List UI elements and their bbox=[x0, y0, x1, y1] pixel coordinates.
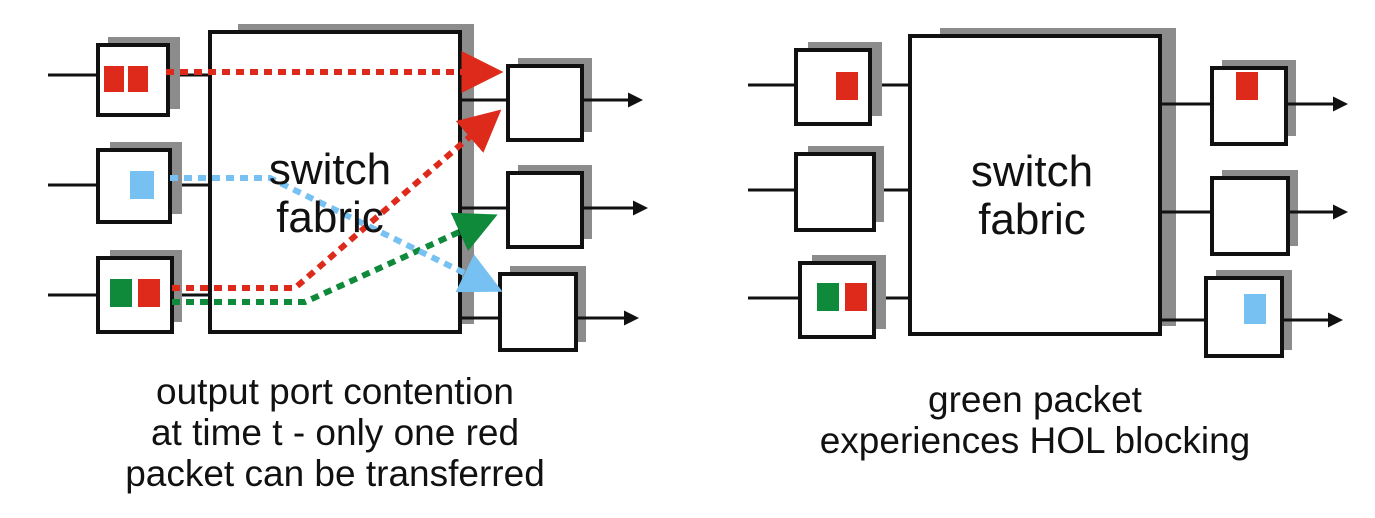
right-input-port-2 bbox=[748, 146, 910, 232]
left-input-1-red-packet-a bbox=[104, 66, 124, 92]
left-caption-line2: at time t - only one red bbox=[151, 412, 519, 453]
left-output-port-2 bbox=[460, 165, 648, 249]
right-input-port-3 bbox=[748, 255, 910, 339]
right-input-port-1 bbox=[748, 42, 910, 126]
left-output-port-1 bbox=[460, 58, 643, 142]
right-output-port-1 bbox=[1160, 60, 1348, 146]
right-output-port-3 bbox=[1160, 270, 1343, 358]
left-fabric-label-line1: switch bbox=[269, 145, 391, 194]
right-fabric-label-line2: fabric bbox=[978, 195, 1086, 244]
right-input-3-green-packet bbox=[817, 283, 839, 311]
right-input-3-red-packet bbox=[845, 283, 867, 311]
left-input-port-1 bbox=[48, 37, 210, 117]
right-switch-fabric bbox=[908, 28, 1176, 336]
right-output-3-blue-packet bbox=[1244, 294, 1266, 324]
left-input-3-green-packet bbox=[110, 279, 132, 307]
green-path-input3-to-output2 bbox=[172, 212, 498, 305]
right-output-port-2 bbox=[1160, 170, 1348, 256]
right-panel: switch fabric green packet experiences H… bbox=[748, 28, 1348, 461]
left-output-port-3 bbox=[460, 266, 639, 352]
left-input-port-3 bbox=[48, 250, 210, 334]
left-caption-line3: packet can be transferred bbox=[125, 453, 545, 494]
blue-path-input2-to-output3 bbox=[170, 175, 503, 293]
right-output-1-red-packet bbox=[1236, 72, 1258, 100]
left-caption-line1: output port contention bbox=[156, 371, 514, 412]
left-input-port-2 bbox=[48, 142, 210, 224]
right-caption-line2: experiences HOL blocking bbox=[820, 420, 1251, 461]
right-input-1-red-packet bbox=[836, 72, 858, 100]
left-input-1-red-packet-b bbox=[128, 66, 148, 92]
left-panel: switch fabric output port contention at … bbox=[48, 24, 648, 494]
left-fabric-label-line2: fabric bbox=[276, 193, 384, 242]
red-path-input3-to-output1 bbox=[172, 109, 502, 291]
right-caption-line1: green packet bbox=[928, 379, 1143, 420]
right-fabric-label-line1: switch bbox=[971, 147, 1093, 196]
left-input-2-blue-packet bbox=[130, 171, 154, 199]
left-input-3-red-packet bbox=[138, 279, 160, 307]
